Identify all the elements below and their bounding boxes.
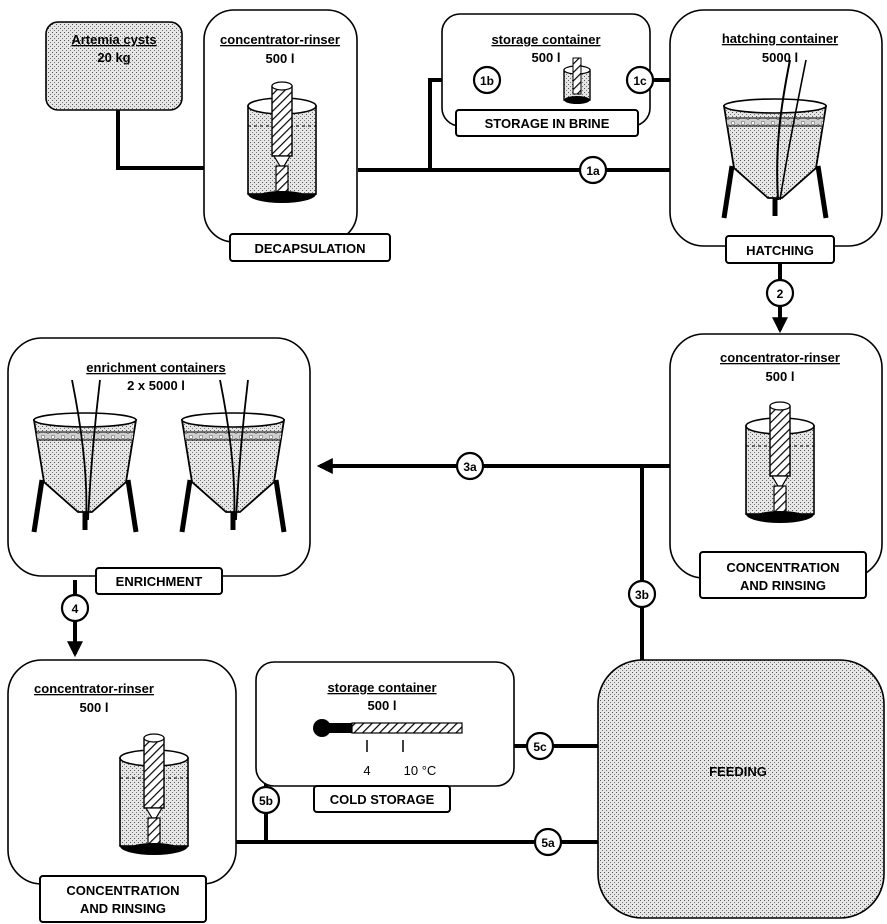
cold-temp-low: 4 (363, 763, 370, 778)
enrich-volume: 2 x 5000 l (127, 378, 185, 393)
cold-temp-high: 10 °C (404, 763, 437, 778)
feeding-label: FEEDING (709, 764, 767, 779)
brine-volume: 500 l (532, 50, 561, 65)
svg-text:1a: 1a (586, 164, 600, 178)
node-feeding: FEEDING (597, 659, 885, 919)
concentrator-rinser-icon (247, 81, 317, 204)
node-cold-storage: storage container 500 l 4 10 °C COLD STO… (255, 661, 515, 813)
decap-volume: 500 l (266, 51, 295, 66)
cold-volume: 500 l (368, 698, 397, 713)
small-storage-container-icon (563, 57, 591, 104)
node-artemia-cysts: Artemia cysts 20 kg (45, 21, 183, 111)
node-storage-in-brine: storage container 500 l STORAGE IN BRINE (441, 13, 651, 137)
rinse1-title: concentrator-rinser (720, 350, 840, 365)
node-concentration-rinsing-2: concentrator-rinser 500 l CONCENTRATION … (7, 659, 237, 923)
step-4: 4 (60, 593, 90, 623)
step-1b: 1b (472, 65, 502, 95)
step-3a: 3a (455, 451, 485, 481)
hatch-title: hatching container (722, 31, 838, 46)
svg-text:3b: 3b (635, 588, 649, 602)
step-2: 2 (765, 278, 795, 308)
node-concentration-rinsing-1: concentrator-rinser 500 l CONCENTRATION … (669, 333, 883, 599)
svg-text:3a: 3a (463, 460, 477, 474)
svg-text:4: 4 (72, 602, 79, 616)
brine-label: STORAGE IN BRINE (485, 116, 610, 131)
rinse2-label-line2: AND RINSING (80, 901, 166, 916)
node-enrichment: enrichment containers 2 x 5000 l ENRICHM… (7, 337, 311, 595)
concentrator-rinser-icon (745, 401, 815, 524)
step-3b: 3b (627, 579, 657, 609)
step-1c: 1c (625, 65, 655, 95)
rinse1-label-line1: CONCENTRATION (726, 560, 839, 575)
hatch-label: HATCHING (746, 243, 814, 258)
svg-text:5b: 5b (259, 794, 273, 808)
cold-title: storage container (327, 680, 436, 695)
step-1a: 1a (578, 155, 608, 185)
cold-label: COLD STORAGE (330, 792, 435, 807)
step-5c: 5c (525, 731, 555, 761)
rinse1-label-line2: AND RINSING (740, 578, 826, 593)
node-decapsulation: concentrator-rinser 500 l DECAPSULATION (203, 9, 391, 262)
rinse1-volume: 500 l (766, 369, 795, 384)
node-hatching: hatching container 5000 l HATCHING (669, 9, 883, 264)
enrich-title: enrichment containers (86, 360, 225, 375)
enrich-label: ENRICHMENT (116, 574, 203, 589)
brine-title: storage container (491, 32, 600, 47)
svg-text:2: 2 (777, 287, 784, 301)
svg-text:5c: 5c (533, 740, 547, 754)
cysts-title: Artemia cysts (71, 32, 156, 47)
step-5b: 5b (251, 785, 281, 815)
svg-text:5a: 5a (541, 836, 555, 850)
svg-text:1c: 1c (633, 74, 647, 88)
rinse2-volume: 500 l (80, 700, 109, 715)
decap-label: DECAPSULATION (255, 241, 366, 256)
hatch-volume: 5000 l (762, 50, 798, 65)
concentrator-rinser-icon (119, 733, 189, 856)
svg-text:1b: 1b (480, 74, 494, 88)
thermometer-icon (313, 719, 463, 752)
cysts-volume: 20 kg (97, 50, 130, 65)
decap-title: concentrator-rinser (220, 32, 340, 47)
rinse2-label-line1: CONCENTRATION (66, 883, 179, 898)
step-5a: 5a (533, 827, 563, 857)
rinse2-title: concentrator-rinser (34, 681, 154, 696)
step-markers: 1a 1b 1c 2 3a 3b 4 5a 5b 5c (60, 65, 795, 857)
